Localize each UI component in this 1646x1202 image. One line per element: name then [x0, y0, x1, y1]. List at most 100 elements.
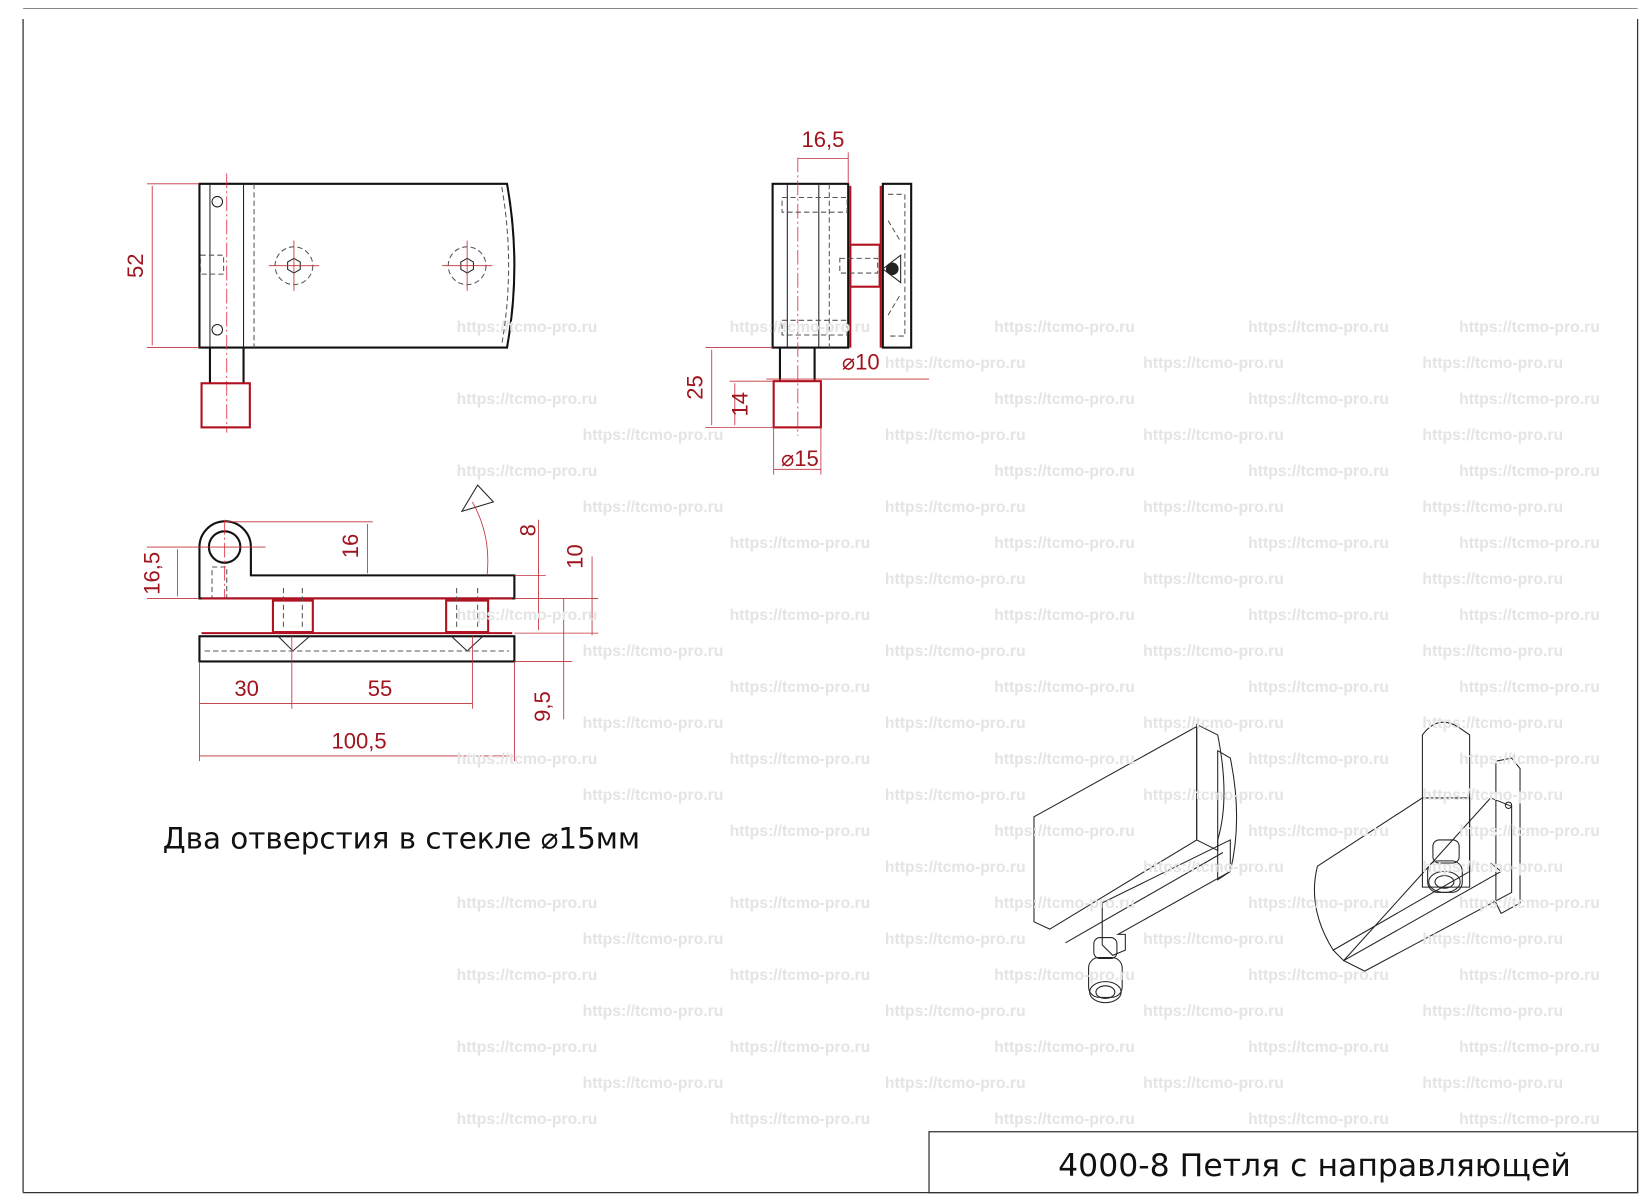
watermark-text: https://tcmo-pro.ru [1248, 895, 1389, 912]
dim-eye-offset: 16 [338, 534, 363, 559]
watermark-text: https://tcmo-pro.ru [994, 535, 1135, 552]
watermark-text: https://tcmo-pro.ru [1459, 679, 1600, 696]
watermark-text: https://tcmo-pro.ru [1248, 679, 1389, 696]
watermark-text: https://tcmo-pro.ru [1248, 1111, 1389, 1128]
watermark-text: https://tcmo-pro.ru [730, 751, 871, 768]
watermark-text: https://tcmo-pro.ru [885, 787, 1026, 804]
watermark-text: https://tcmo-pro.ru [994, 823, 1135, 840]
watermark-text: https://tcmo-pro.ru [885, 1003, 1026, 1020]
watermark-text: https://tcmo-pro.ru [583, 643, 724, 660]
watermark-text: https://tcmo-pro.ru [730, 895, 871, 912]
watermark-text: https://tcmo-pro.ru [994, 751, 1135, 768]
watermark-text: https://tcmo-pro.ru [994, 319, 1135, 336]
watermark-text: https://tcmo-pro.ru [1422, 499, 1563, 516]
watermark-text: https://tcmo-pro.ru [994, 967, 1135, 984]
watermark-text: https://tcmo-pro.ru [457, 751, 598, 768]
watermark-text: https://tcmo-pro.ru [1143, 1003, 1284, 1020]
drawing-title: 4000-8 Петля с направляющей [1058, 1148, 1571, 1184]
watermark-text: https://tcmo-pro.ru [457, 463, 598, 480]
mount-hole [268, 240, 320, 291]
dim-total-length: 100,5 [331, 729, 386, 754]
watermark-text: https://tcmo-pro.ru [1248, 751, 1389, 768]
dim-cap-length: 14 [727, 392, 752, 417]
watermark-text: https://tcmo-pro.ru [583, 1003, 724, 1020]
dim-height: 52 [123, 253, 148, 278]
watermark-text: https://tcmo-pro.ru [1459, 1111, 1600, 1128]
watermark-text: https://tcmo-pro.ru [885, 1075, 1026, 1092]
dim-plate: 9,5 [530, 691, 555, 722]
watermark-layer: https://tcmo-pro.ru https://tcmo-pro.ru ht… [457, 319, 1600, 1128]
watermark-text: https://tcmo-pro.ru [1248, 823, 1389, 840]
watermark-text: https://tcmo-pro.ru [457, 391, 598, 408]
dim-gap: 10 [563, 544, 588, 569]
watermark-text: https://tcmo-pro.ru [1459, 967, 1600, 984]
watermark-text: https://tcmo-pro.ru [994, 463, 1135, 480]
watermark-text: https://tcmo-pro.ru [885, 571, 1026, 588]
watermark-text: https://tcmo-pro.ru [583, 931, 724, 948]
dim-leaf: 8 [515, 524, 540, 536]
isometric-view-right [1313, 721, 1521, 972]
watermark-text: https://tcmo-pro.ru [583, 1075, 724, 1092]
mount-hole [441, 240, 493, 291]
watermark-text: https://tcmo-pro.ru [1143, 859, 1284, 876]
watermark-text: https://tcmo-pro.ru [994, 1111, 1135, 1128]
watermark-text: https://tcmo-pro.ru [1143, 643, 1284, 660]
watermark-text: https://tcmo-pro.ru [885, 427, 1026, 444]
watermark-text: https://tcmo-pro.ru [457, 319, 598, 336]
dim-eye-height: 16,5 [140, 552, 165, 595]
watermark-text: https://tcmo-pro.ru [1422, 1003, 1563, 1020]
dim-pin-diameter: ⌀10 [842, 350, 880, 375]
watermark-text: https://tcmo-pro.ru [457, 895, 598, 912]
watermark-text: https://tcmo-pro.ru [885, 643, 1026, 660]
watermark-text: https://tcmo-pro.ru [1459, 463, 1600, 480]
watermark-text: https://tcmo-pro.ru [1248, 391, 1389, 408]
watermark-text: https://tcmo-pro.ru [1143, 931, 1284, 948]
watermark-text: https://tcmo-pro.ru [583, 499, 724, 516]
watermark-text: https://tcmo-pro.ru [730, 967, 871, 984]
watermark-text: https://tcmo-pro.ru [1422, 787, 1563, 804]
watermark-text: https://tcmo-pro.ru [1143, 787, 1284, 804]
watermark-text: https://tcmo-pro.ru [730, 1039, 871, 1056]
isometric-view-left [1033, 723, 1238, 1004]
watermark-text: https://tcmo-pro.ru [1422, 571, 1563, 588]
watermark-text: https://tcmo-pro.ru [1422, 643, 1563, 660]
watermark-text: https://tcmo-pro.ru [994, 1039, 1135, 1056]
watermark-text: https://tcmo-pro.ru [1459, 319, 1600, 336]
watermark-text: https://tcmo-pro.ru [1248, 463, 1389, 480]
watermark-text: https://tcmo-pro.ru [1248, 535, 1389, 552]
watermark-text: https://tcmo-pro.ru [1248, 607, 1389, 624]
watermark-text: https://tcmo-pro.ru [1143, 499, 1284, 516]
watermark-text: https://tcmo-pro.ru [1459, 895, 1600, 912]
watermark-text: https://tcmo-pro.ru [1422, 931, 1563, 948]
watermark-text: https://tcmo-pro.ru [730, 1111, 871, 1128]
title-block: 4000-8 Петля с направляющей [928, 1131, 1639, 1194]
watermark-text: https://tcmo-pro.ru [1143, 427, 1284, 444]
dim-cap-diameter: ⌀15 [781, 446, 819, 471]
watermark-text: https://tcmo-pro.ru [885, 355, 1026, 372]
front-view: 16,5 16 8 10 9,5 30 55 100,5 [140, 484, 599, 762]
watermark-text: https://tcmo-pro.ru [457, 1111, 598, 1128]
watermark-text: https://tcmo-pro.ru [730, 607, 871, 624]
dim-hole-spacing: 55 [368, 676, 393, 701]
watermark-text: https://tcmo-pro.ru [1143, 1075, 1284, 1092]
watermark-text: https://tcmo-pro.ru [1422, 859, 1563, 876]
watermark-text: https://tcmo-pro.ru [457, 967, 598, 984]
watermark-text: https://tcmo-pro.ru [994, 607, 1135, 624]
watermark-text: https://tcmo-pro.ru [1422, 715, 1563, 732]
watermark-text: https://tcmo-pro.ru [885, 499, 1026, 516]
watermark-text: https://tcmo-pro.ru [994, 895, 1135, 912]
watermark-text: https://tcmo-pro.ru [1248, 1039, 1389, 1056]
dim-hole1: 30 [234, 676, 259, 701]
watermark-text: https://tcmo-pro.ru [1422, 355, 1563, 372]
watermark-text: https://tcmo-pro.ru [1459, 1039, 1600, 1056]
watermark-text: https://tcmo-pro.ru [1143, 571, 1284, 588]
watermark-text: https://tcmo-pro.ru [1422, 427, 1563, 444]
sheet-frame [22, 7, 1639, 1194]
watermark-text: https://tcmo-pro.ru [730, 679, 871, 696]
watermark-text: https://tcmo-pro.ru [885, 715, 1026, 732]
watermark-text: https://tcmo-pro.ru [457, 1039, 598, 1056]
watermark-text: https://tcmo-pro.ru [994, 391, 1135, 408]
watermark-text: https://tcmo-pro.ru [994, 679, 1135, 696]
watermark-text: https://tcmo-pro.ru [1422, 1075, 1563, 1092]
